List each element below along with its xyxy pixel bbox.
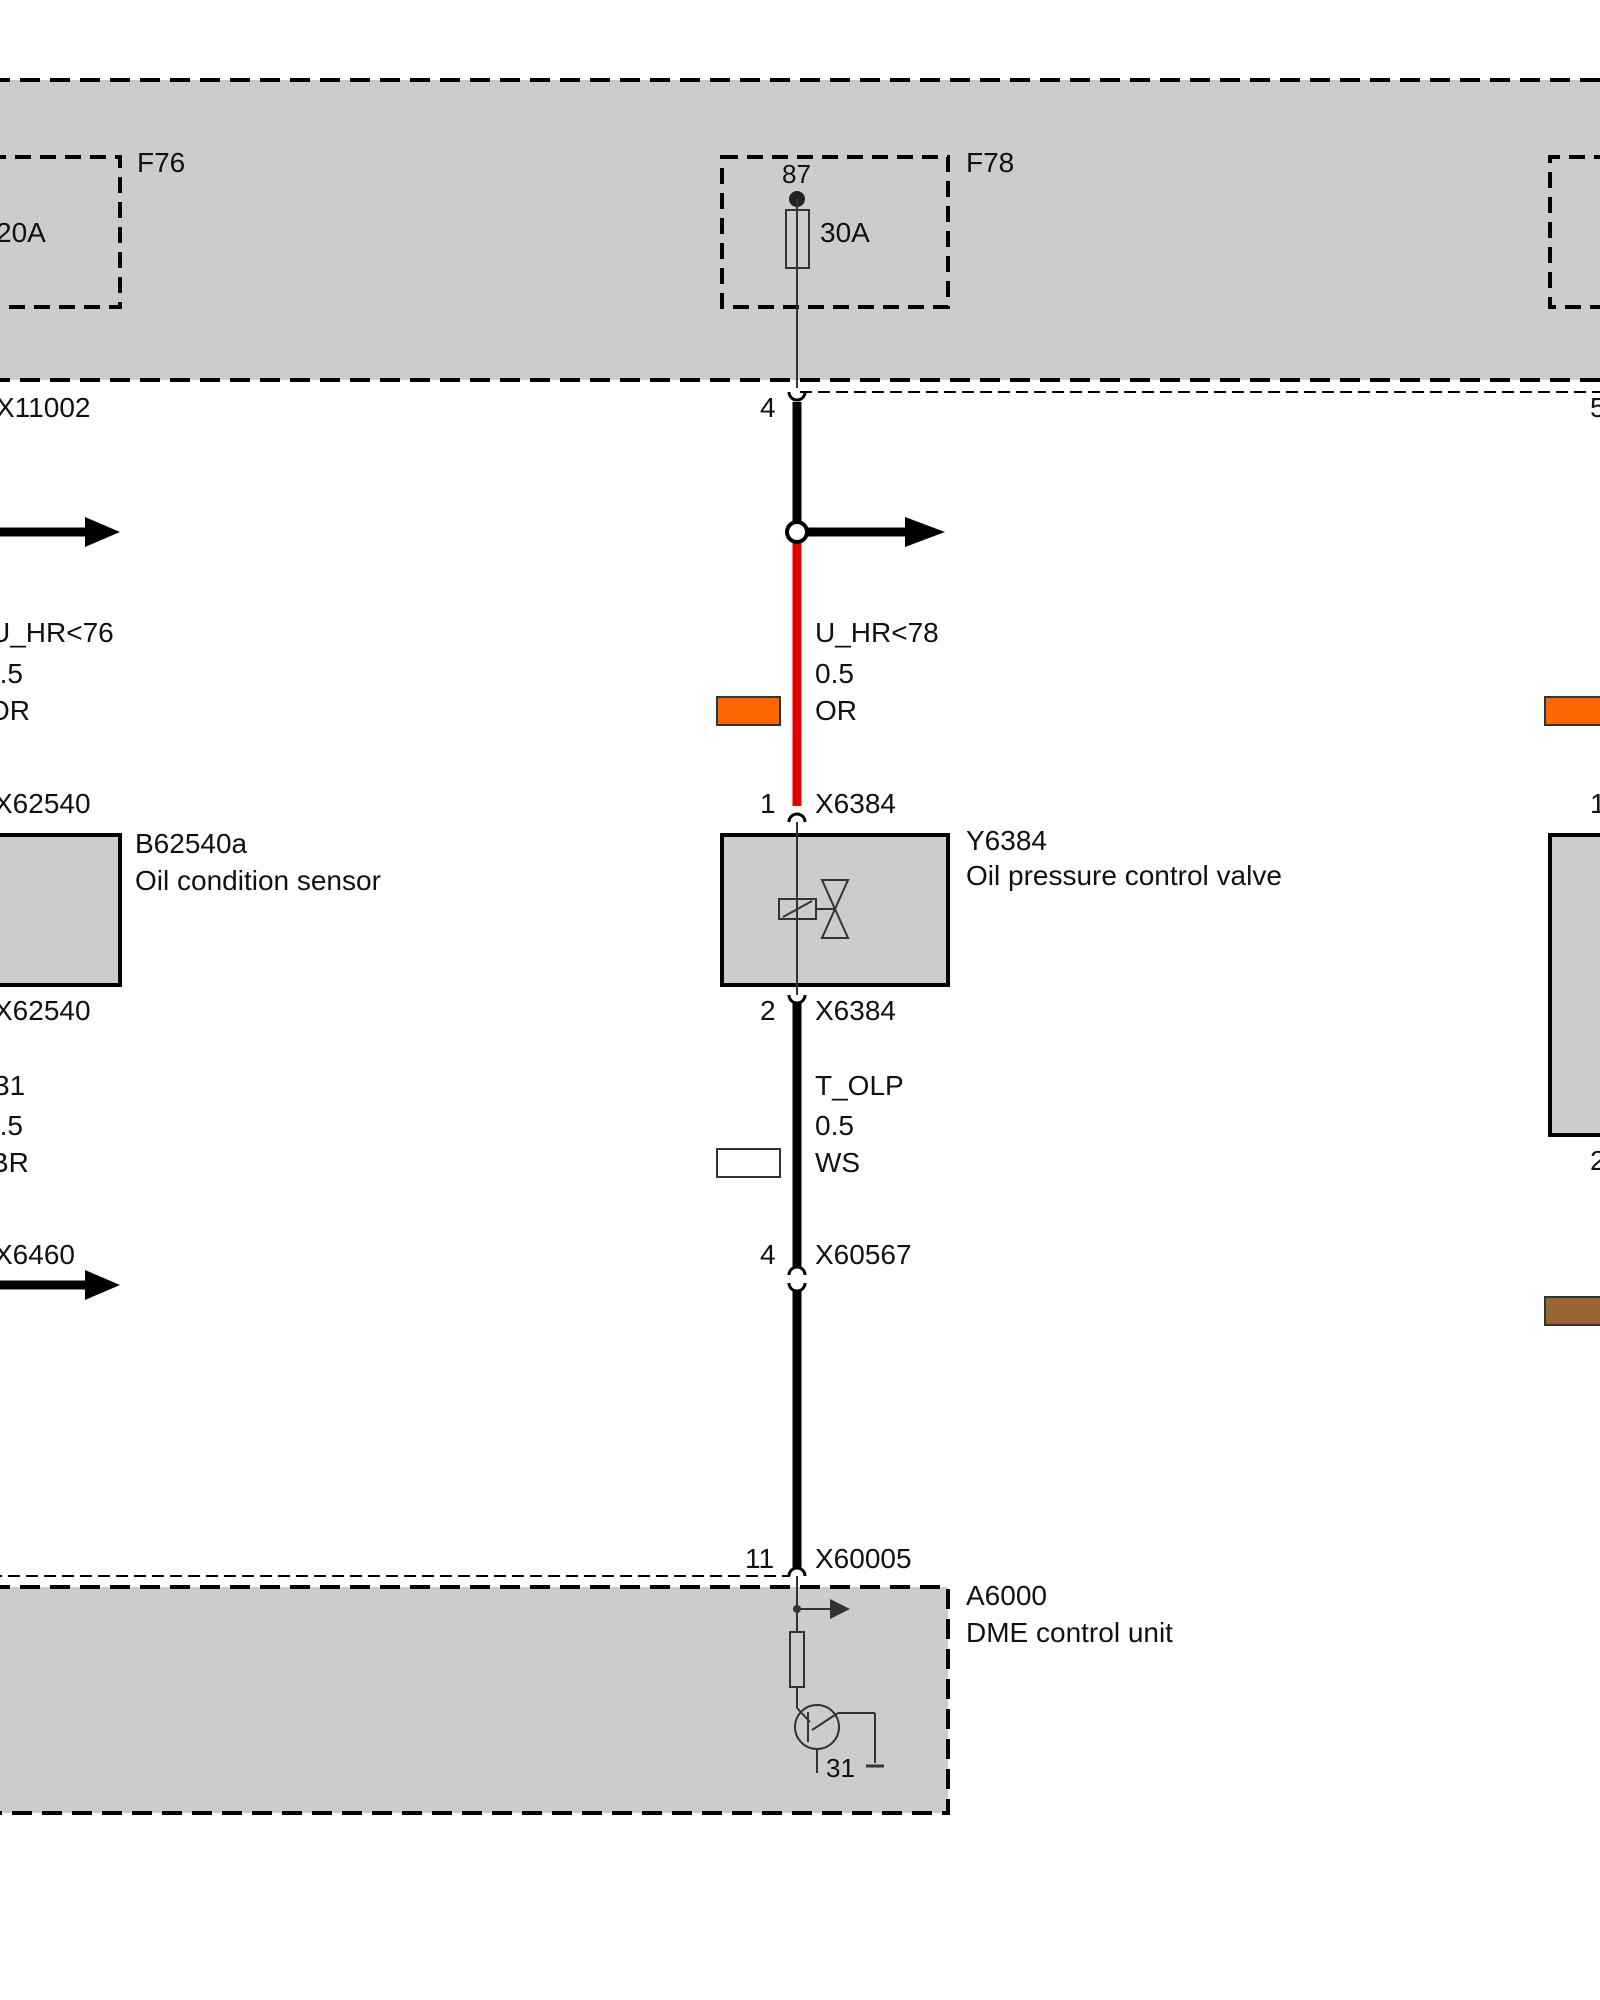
connector-x6384-bottom-pin: 2 <box>760 995 776 1026</box>
wire-color-code: OR <box>0 695 30 726</box>
wire-color-swatch-brown-right <box>1544 1296 1600 1326</box>
wire-gauge: 0.5 <box>815 658 854 689</box>
fuse-f76-rating: 20A <box>0 217 46 248</box>
connector-x6460-label: X6460 <box>0 1239 75 1270</box>
dme-ground-pin: 31 <box>826 1753 855 1783</box>
wire-signal: U_HR<76 <box>0 617 114 648</box>
arrow-right-icon <box>85 517 120 547</box>
wire-gauge: 0.5 <box>0 1110 23 1141</box>
valve-id: Y6384 <box>966 825 1047 856</box>
dme-control-unit: 31 A6000 DME control unit <box>0 1576 1173 1815</box>
wire-color-code: BR <box>0 1147 29 1178</box>
right-component: 1 2 <box>1548 788 1600 1176</box>
right-component-pin-1: 1 <box>1590 788 1600 819</box>
wire-label-left-upper: U_HR<76 0.5 OR <box>0 617 114 726</box>
wire-color-swatch-orange-right <box>1544 696 1600 726</box>
connector-x60005: 11 X60005 <box>0 1543 912 1577</box>
wire-color-swatch-orange <box>716 696 781 726</box>
center-wire-lower <box>787 1003 807 1568</box>
left-wire-arrow-upper <box>0 517 120 547</box>
fuse-f78-label: F78 <box>966 147 1014 178</box>
wire-color-code: WS <box>815 1147 860 1178</box>
fuse-right <box>1548 155 1600 309</box>
valve-description: Oil pressure control valve <box>966 860 1282 891</box>
connector-x60567-label: X60567 <box>815 1239 912 1270</box>
connector-x62540-top: X62540 <box>0 788 91 819</box>
fuse-f76-label: F76 <box>137 147 185 178</box>
sensor-b62540a: X62540 X62540 B62540a Oil condition sens… <box>0 788 381 1026</box>
wire-label-left-lower: 31 0.5 BR <box>0 1070 29 1178</box>
wire-label-center-upper: U_HR<78 0.5 OR <box>716 617 939 726</box>
sensor-body <box>0 833 122 987</box>
arrow-right-icon <box>905 517 945 547</box>
output-arrow-icon <box>830 1599 850 1619</box>
connector-x60567-pin: 4 <box>760 1239 776 1270</box>
valve-body <box>720 833 950 987</box>
connector-x62540-bottom: X62540 <box>0 995 91 1026</box>
valve-symbol-icon <box>820 879 850 912</box>
sensor-description: Oil condition sensor <box>135 865 381 896</box>
arrow-right-icon <box>85 1270 120 1300</box>
connector-x6384-top-pin: 1 <box>760 788 776 819</box>
wire-signal: U_HR<78 <box>815 617 939 648</box>
sensor-id: B62540a <box>135 828 248 859</box>
connector-x6384-top-label: X6384 <box>815 788 896 819</box>
fuse-f78-pin: 87 <box>782 159 811 189</box>
wire-gauge: 0.5 <box>0 658 23 689</box>
connector-x60005-pin: 11 <box>745 1543 774 1574</box>
wire-color-swatch-white <box>716 1148 781 1178</box>
fuse-f76: 20A F76 <box>0 147 185 309</box>
dme-body <box>0 1587 948 1813</box>
valve-y6384: 1 X6384 2 X6384 Y6384 Oil pressure contr… <box>720 788 1282 1026</box>
module-background <box>0 80 1600 380</box>
power-distribution-module <box>0 78 1600 382</box>
right-component-body <box>1548 833 1600 1137</box>
fuse-f78-rating: 30A <box>820 217 870 248</box>
dme-description: DME control unit <box>966 1617 1173 1648</box>
center-wire-upper <box>785 402 945 806</box>
right-component-pin-2: 2 <box>1590 1145 1600 1176</box>
wire-signal: T_OLP <box>815 1070 904 1101</box>
wire-signal: 31 <box>0 1070 25 1101</box>
wire-gauge: 0.5 <box>815 1110 854 1141</box>
fuse-f78: 87 30A F78 <box>720 147 1014 388</box>
dme-id: A6000 <box>966 1580 1047 1611</box>
left-wire-arrow-lower: X6460 <box>0 1239 120 1300</box>
connector-x11002-label: X11002 <box>0 392 90 423</box>
connector-x11002: X11002 4 5 <box>0 391 1600 423</box>
connector-x60005-label: X60005 <box>815 1543 912 1574</box>
wire-color-code: OR <box>815 695 857 726</box>
connector-x6384-bottom-label: X6384 <box>815 995 896 1026</box>
wire-label-center-lower: T_OLP 0.5 WS <box>716 1070 904 1178</box>
splice-node <box>785 520 809 544</box>
connector-x60567: 4 X60567 <box>760 1239 912 1270</box>
connector-x11002-pin-5: 5 <box>1590 392 1600 423</box>
connector-x11002-pin-4: 4 <box>760 392 776 423</box>
